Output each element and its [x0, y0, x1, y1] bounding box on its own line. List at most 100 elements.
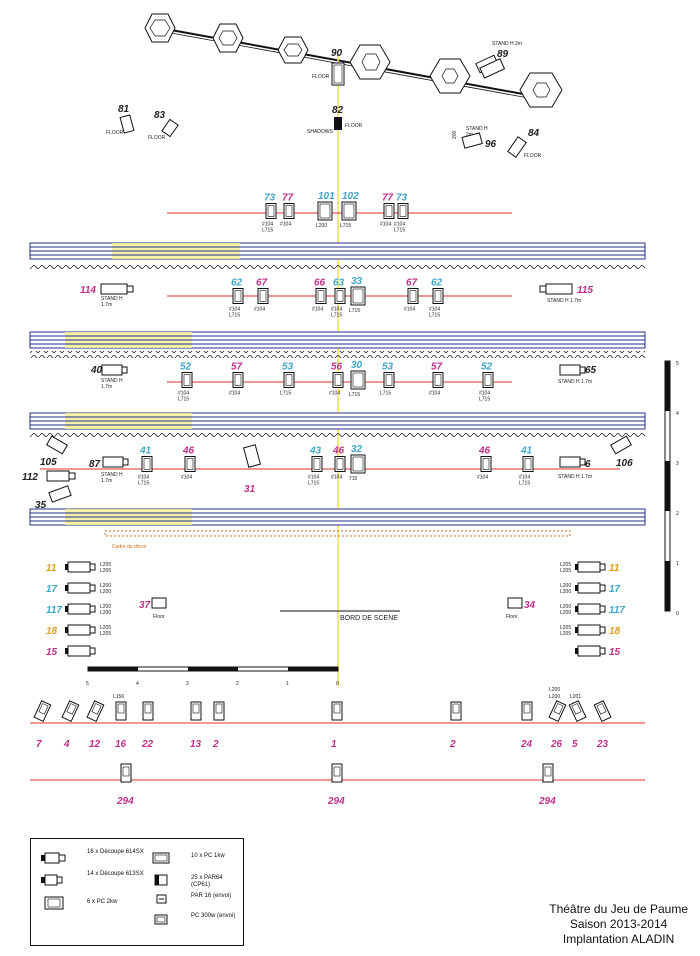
channel-number: 4 [63, 739, 70, 750]
channel-number: 7 [36, 739, 42, 750]
filter-label: L156 [113, 694, 124, 700]
filter-label: #104 [178, 391, 189, 397]
filter-label: #104 [380, 222, 391, 228]
svg-text:87: 87 [89, 459, 101, 470]
scale-label: 2 [236, 681, 239, 687]
svg-text:Cadre du décor: Cadre du décor [112, 544, 147, 550]
fresnel-2kw-icon [44, 896, 64, 910]
filter-label: L205 [560, 562, 571, 568]
filter-label: L200 [100, 583, 111, 589]
svg-text:FLOOR: FLOOR [106, 130, 124, 136]
title-block: Théâtre du Jeu de Paume Saison 2013-2014… [549, 902, 688, 947]
boom-fixture [577, 582, 601, 594]
svg-text:105: 105 [40, 457, 57, 468]
filter-label: #104 [254, 307, 265, 313]
fixture [184, 456, 196, 472]
svg-text:35: 35 [35, 500, 47, 511]
channel-number: 15 [609, 647, 621, 658]
svg-text:STAND H: STAND H [101, 378, 123, 384]
scale-label: 5 [676, 361, 679, 367]
foh-fixture [213, 701, 225, 721]
channel-number: 41 [139, 446, 152, 457]
channel-number: 13 [190, 739, 202, 750]
filter-label: #104 [262, 222, 273, 228]
filter-label: #104 [479, 391, 490, 397]
filter-label: L715 [479, 397, 490, 403]
fixture [283, 203, 295, 219]
channel-number: 63 [333, 278, 345, 289]
channel-number: 2 [212, 739, 219, 750]
boom-fixture [67, 645, 91, 657]
channel-number: 66 [314, 278, 326, 289]
channel-number: 73 [264, 193, 276, 204]
channel-number: 17 [46, 584, 58, 595]
filter-label: L200 [560, 604, 571, 610]
filter-label: L715 [280, 391, 291, 397]
boom-fixture [577, 603, 601, 615]
channel-number: 102 [342, 191, 359, 202]
legend-item: 16 x Découpe 614SX [87, 849, 144, 855]
svg-text:1.7m: 1.7m [101, 302, 112, 308]
channel-number: 5 [572, 739, 578, 750]
boom-fixture [67, 603, 91, 615]
filter-label: L715 [519, 481, 530, 487]
filter-label: #104 [404, 307, 415, 313]
foh-fixture [593, 700, 612, 723]
filter-label: L205 [100, 562, 111, 568]
channel-number: 52 [481, 362, 493, 373]
filter-label: #104 [280, 222, 291, 228]
svg-text:1.7m: 1.7m [101, 478, 112, 484]
filter-label: L715 [308, 481, 319, 487]
channel-number: 18 [46, 626, 58, 637]
filter-label: L200 [316, 223, 327, 229]
svg-text:Floor: Floor [506, 614, 518, 620]
scale-label: 4 [676, 411, 679, 417]
svg-text:STAND H: STAND H [466, 126, 488, 132]
svg-text:31: 31 [244, 484, 256, 495]
foh-fixture [115, 701, 127, 721]
set-frame: Cadre du décor [104, 530, 571, 550]
fixture [350, 286, 366, 306]
svg-text:34: 34 [524, 600, 536, 611]
filter-label: L200 [560, 589, 571, 595]
boom-fixture [67, 561, 91, 573]
channel-number: 294 [116, 796, 134, 807]
legend-item: PAR 16 (envoi) [191, 893, 232, 899]
pipe-3: 40 STAND H 1.7m 65 STAND H 1.7m 52#104L7… [90, 360, 597, 403]
channel-number: 46 [332, 446, 345, 457]
channel-number: 117 [609, 605, 625, 616]
svg-text:200: 200 [452, 130, 458, 139]
svg-text:SHADOWS: SHADOWS [307, 129, 334, 135]
filter-label: L205 [100, 631, 111, 637]
svg-text:106: 106 [616, 458, 633, 469]
fixture [232, 372, 244, 388]
upper-truss [144, 13, 563, 108]
svg-text:40: 40 [90, 365, 103, 376]
filter-label: L200 [100, 610, 111, 616]
filter-label: L715 [349, 392, 360, 398]
fixture [283, 372, 295, 388]
svg-text:Floor: Floor [153, 614, 165, 620]
pipe-2: 114 STAND H 1.7m 115 STAND H 1.7m 62#104… [80, 276, 593, 319]
svg-text:84: 84 [528, 128, 540, 139]
fixture [257, 288, 269, 304]
filter-label: L715 [394, 228, 405, 234]
fixture [317, 201, 333, 221]
channel-number: 117 [46, 605, 62, 616]
svg-text:STAND H 1.7m: STAND H 1.7m [558, 379, 592, 385]
channel-number: 56 [331, 362, 343, 373]
fixture [341, 201, 357, 221]
scale-label: 5 [86, 681, 89, 687]
channel-number: 62 [231, 278, 243, 289]
filter-label: #104 [181, 475, 192, 481]
svg-text:6: 6 [585, 459, 591, 470]
pipe-1: 73#104L71577#104101L200102L71577#10473#1… [167, 191, 512, 234]
fixture [265, 203, 277, 219]
channel-number: 57 [431, 362, 443, 373]
channel-number: 62 [431, 278, 443, 289]
pipe-4: 105 112 35 87 STAND H 1.7m 31 6 STAND H … [22, 435, 633, 511]
border-band-1 [29, 242, 646, 270]
channel-number: 294 [538, 796, 556, 807]
legend-item: 25 x PAR64 (CP61) [191, 875, 223, 888]
